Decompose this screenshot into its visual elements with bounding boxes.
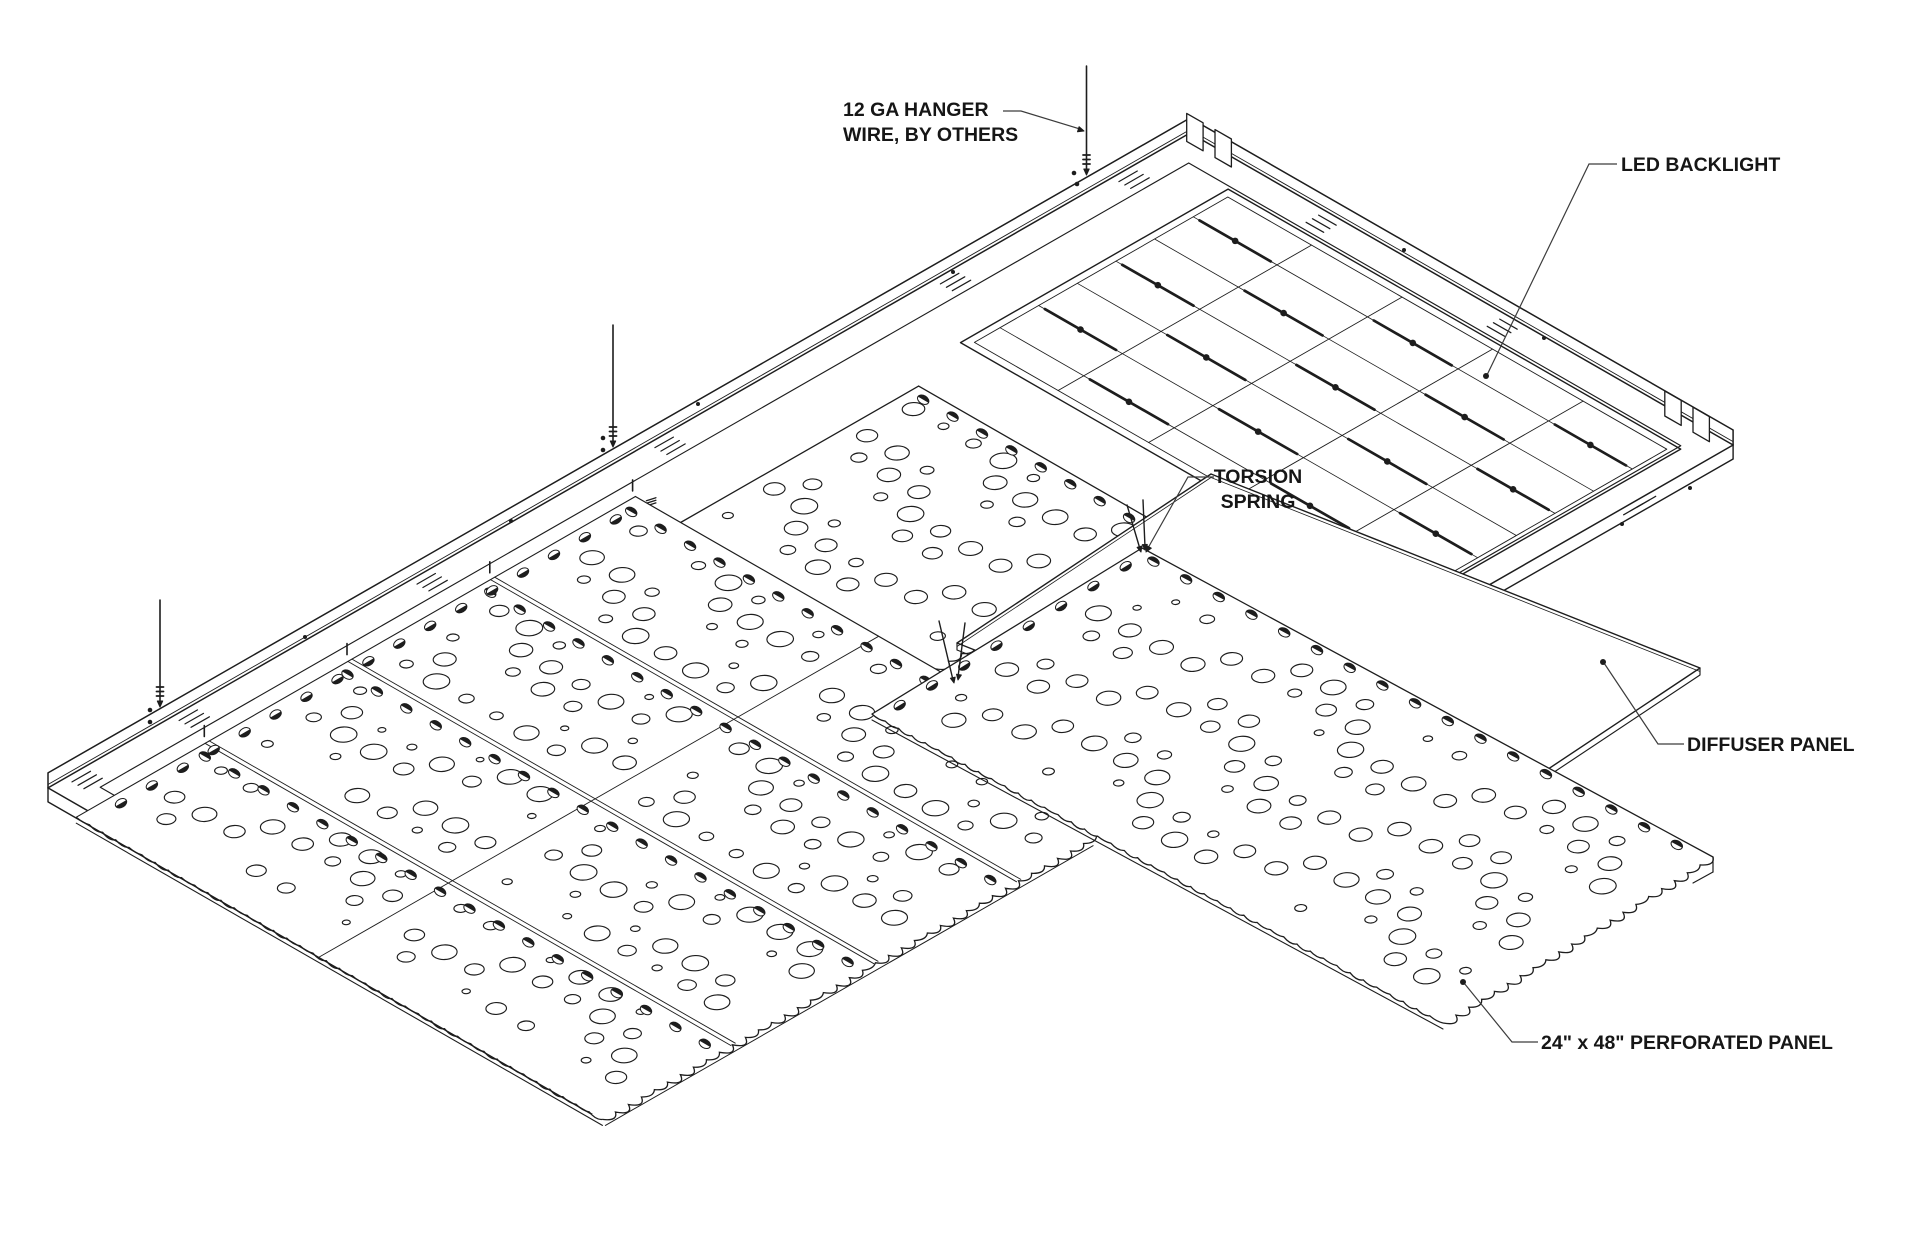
hanger-wires [155,65,1091,708]
callout-labels: 12 GA HANGER WIRE, BY OTHERS LED BACKLIG… [843,99,1855,1054]
label-led-backlight: LED BACKLIGHT [1621,154,1780,176]
label-perforated-panel: 24" x 48" PERFORATED PANEL [1541,1032,1833,1054]
tilted-perforated-panel [871,547,1714,1030]
leader-lines [1003,110,1684,1043]
label-hanger-wire-line1: 12 GA HANGER [843,99,989,121]
torsion-springs [938,499,1148,684]
label-torsion-spring-line1: TORSION [1214,466,1302,488]
label-torsion-spring-line2: SPRING [1221,491,1296,513]
label-hanger-wire-line2: WIRE, BY OTHERS [843,124,1018,146]
label-diffuser-panel: DIFFUSER PANEL [1687,734,1855,756]
